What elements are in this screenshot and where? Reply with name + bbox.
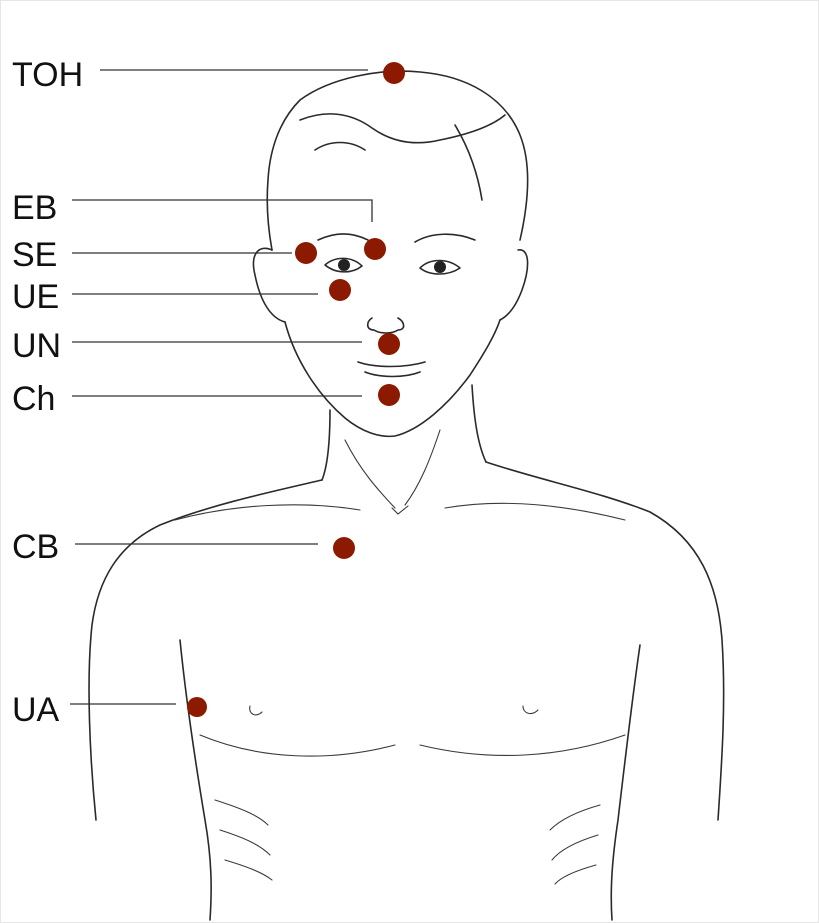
left-pupil [338,259,350,271]
labels: TOH EB SE UE UN Ch CB UA [12,56,83,729]
label-se: SE [12,236,57,274]
torso-right [611,645,640,920]
label-toh: TOH [12,56,83,94]
leader-lines [70,70,372,704]
point-un [378,333,400,355]
point-ua [187,697,207,717]
points [187,62,405,717]
point-eb [364,238,386,260]
left-eyebrow [318,234,368,240]
head-outline [267,71,527,250]
pectorals [200,735,625,756]
left-shoulder-arm [89,480,322,820]
label-ua: UA [12,691,60,729]
left-nipple [250,706,262,715]
body-sketch [89,71,724,920]
mouth [358,362,425,377]
label-eb: EB [12,189,57,227]
point-ch [378,384,400,406]
torso-left [180,640,211,920]
hairline [300,114,505,200]
nose [368,318,404,333]
clavicles [175,503,625,520]
point-ue [329,279,351,301]
right-pupil [434,261,446,273]
label-un: UN [12,327,61,365]
point-cb [333,537,355,559]
right-nipple [523,706,538,713]
label-ue: UE [12,278,59,316]
label-ch: Ch [12,380,55,418]
leader-line-eb [72,200,372,222]
right-ear [500,250,528,320]
left-ear [254,248,285,322]
right-eyebrow [415,234,475,242]
neck-muscle [345,430,440,514]
ribs [215,800,600,884]
point-se [295,242,317,264]
label-cb: CB [12,528,59,566]
point-toh [383,62,405,84]
